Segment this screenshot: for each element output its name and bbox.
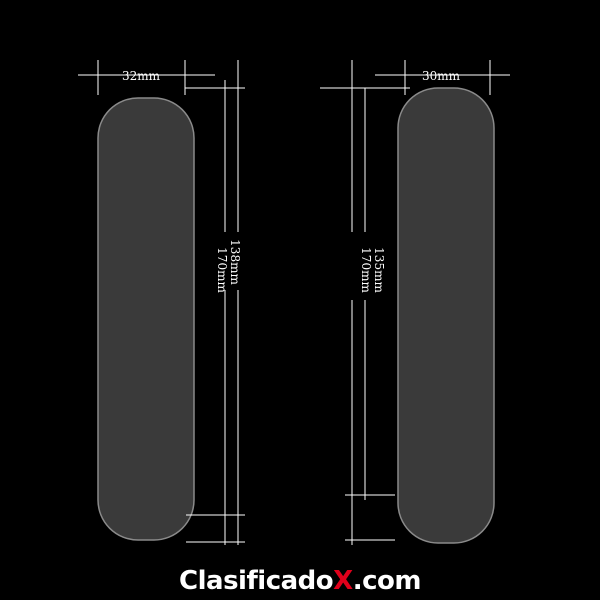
right-total-length-label: 170mm (359, 247, 373, 293)
right-length-dimensions: 135mm 170mm (320, 60, 410, 545)
watermark-prefix: Clasificado (179, 566, 334, 596)
right-width-dimension: 30mm (375, 60, 510, 95)
left-width-dimension: 32mm (78, 60, 215, 95)
left-length-dimensions: 138mm 170mm (185, 60, 245, 545)
right-width-label: 30mm (422, 69, 461, 83)
right-product-silhouette (397, 87, 495, 544)
watermark: ClasificadoX.com (0, 566, 600, 596)
right-inner-length-label: 135mm (372, 247, 386, 293)
watermark-accent: X (333, 566, 353, 596)
left-product-silhouette (97, 97, 195, 541)
left-inner-length-label: 138mm (228, 239, 242, 285)
left-total-length-label: 170mm (215, 247, 229, 293)
watermark-suffix: .com (352, 566, 422, 596)
left-width-label: 32mm (122, 69, 161, 83)
